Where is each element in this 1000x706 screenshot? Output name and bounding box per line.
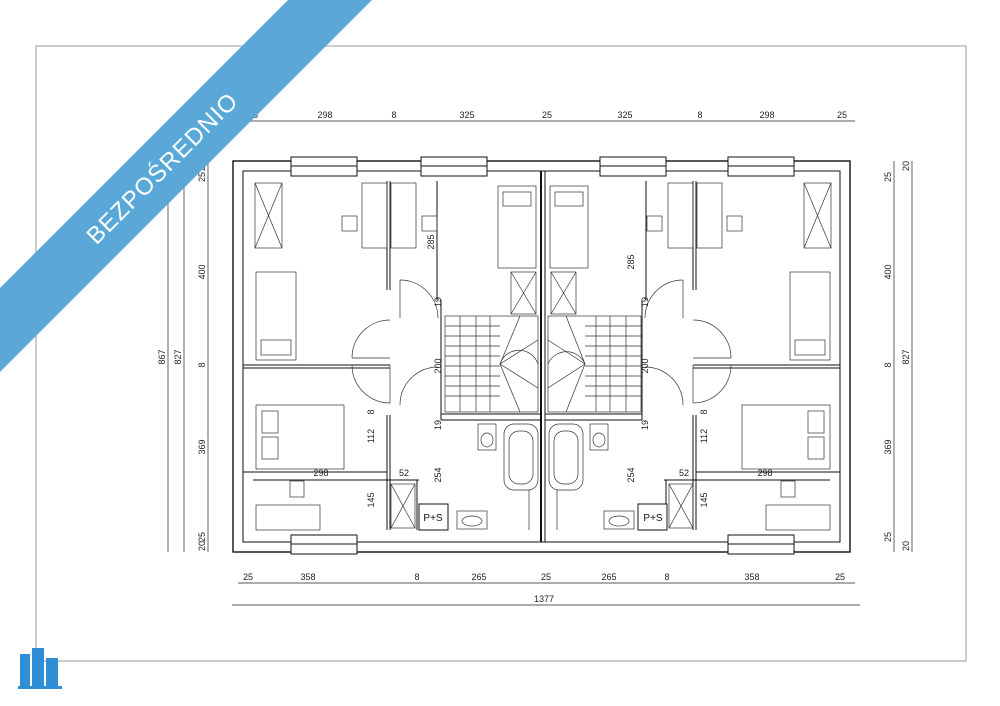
- left-inner-dimension: 369: [197, 439, 207, 454]
- right-unit-walls: [545, 181, 840, 530]
- right-inner-dimension: 369: [883, 439, 893, 454]
- left-outer-dimension: 867: [157, 349, 167, 364]
- top-dimension: 8: [697, 110, 702, 120]
- top-dimension: 25: [837, 110, 847, 120]
- left-unit-walls: [243, 181, 541, 530]
- ps-label-left: P+S: [423, 513, 443, 524]
- bottom-dimension: 25: [541, 572, 551, 582]
- windows-top: [290, 156, 795, 177]
- inner-dimension-right: 298: [757, 468, 772, 478]
- left-inner-dimension: 400: [197, 264, 207, 279]
- top-dimension: 325: [617, 110, 632, 120]
- bottom-dimension: 265: [601, 572, 616, 582]
- inner-dimension-left: 298: [313, 468, 328, 478]
- inner-dimension-right: 8: [699, 409, 709, 414]
- inner-dimension-left: 52: [399, 468, 409, 478]
- building-icon: [18, 648, 62, 689]
- left-inner-dimension: 20: [197, 161, 207, 171]
- inner-dimension-left: 200: [433, 358, 443, 373]
- inner-dimension-left: 112: [366, 429, 376, 443]
- inner-dimension-left: 19: [433, 420, 443, 430]
- bottom-dimension: 25: [243, 572, 253, 582]
- right-inner-dimension: 8: [883, 362, 893, 367]
- left-inner-dimension: 25: [197, 172, 207, 182]
- top-dimension: 8: [391, 110, 396, 120]
- top-dimension: 25: [248, 110, 258, 120]
- right-inner-dimension: 400: [883, 264, 893, 279]
- top-dimension: 25: [542, 110, 552, 120]
- bottom-dimension: 8: [414, 572, 419, 582]
- inner-dimension-left: 145: [366, 492, 376, 507]
- right-outer-dimension: 20: [901, 541, 911, 551]
- left-outer-dimension: 827: [173, 349, 183, 364]
- inner-dimension-right: 145: [699, 492, 709, 507]
- inner-dimension-right: 52: [679, 468, 689, 478]
- left-inner-dimension: 8: [197, 362, 207, 367]
- right-inner-dimension: 25: [883, 532, 893, 542]
- ps-label-right: P+S: [643, 513, 663, 524]
- ps-box-left: [418, 503, 449, 531]
- left-inner-dimension: 25: [197, 532, 207, 542]
- inner-dimension-right: 254: [626, 467, 636, 482]
- bottom-dimension: 358: [300, 572, 315, 582]
- right-outer-dimension: 827: [901, 349, 911, 364]
- desks: [255, 182, 831, 531]
- inner-dimension-right: 19: [640, 297, 650, 307]
- bottom-dimension: 8: [664, 572, 669, 582]
- right-inner-dimension: 25: [883, 172, 893, 182]
- inner-dimension-left: 254: [433, 467, 443, 482]
- windows-bottom: [290, 534, 795, 555]
- inner-dimension-right: 285: [626, 254, 636, 269]
- staircase-left: [444, 315, 539, 413]
- inner-dimension-left: 8: [366, 409, 376, 414]
- inner-dimension-right: 112: [699, 429, 709, 443]
- staircase-right: [547, 315, 642, 413]
- top-dimension: 298: [317, 110, 332, 120]
- total-dimension: 1377: [534, 594, 554, 604]
- top-dimension: 325: [459, 110, 474, 120]
- right-outer-dimension: 20: [901, 161, 911, 171]
- bottom-dimension: 265: [471, 572, 486, 582]
- ps-box-right: [637, 503, 668, 531]
- bathroom-fixtures: [456, 423, 635, 530]
- inner-dimension-right: 19: [640, 420, 650, 430]
- left-inner-dimension: 20: [197, 541, 207, 551]
- bottom-dimension: 358: [744, 572, 759, 582]
- inner-dimension-right: 200: [640, 358, 650, 373]
- top-dimension: 298: [759, 110, 774, 120]
- inner-dimension-left: 285: [426, 234, 436, 249]
- wardrobes: [254, 182, 832, 529]
- inner-dimension-left: 19: [433, 297, 443, 307]
- bottom-dimension: 25: [835, 572, 845, 582]
